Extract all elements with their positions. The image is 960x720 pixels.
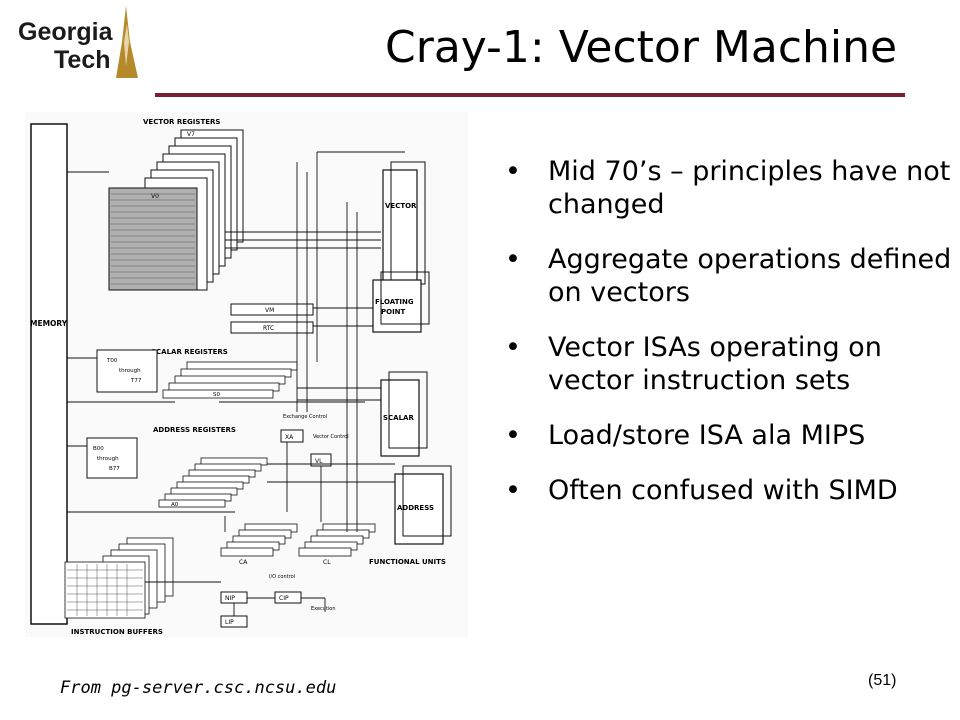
ca-label: CA [239,559,248,566]
data-path-wires [67,151,405,616]
address-register-stack [158,457,268,508]
xa-register [280,429,304,443]
execution-label: Execution [311,606,336,612]
lip-label: LIP [225,619,234,626]
a0-label: A0 [171,502,179,508]
scalar-unit [380,379,420,457]
bullet-item: Often confused with SIMD [500,474,955,507]
logo-text-tech: Tech [54,46,111,74]
b-range-2: through [97,456,119,462]
t-register-block [96,349,158,393]
address-unit-label: ADDRESS [397,504,434,512]
t-range-2: through [119,368,141,374]
cip-register [274,591,302,604]
exchange-control-label: Exchange Control [283,414,327,420]
rtc-register [230,321,314,334]
vm-register [230,303,314,316]
io-control-label: I/O control [269,574,295,580]
v7-label: V7 [187,131,195,138]
t-range-1: T00 [106,358,118,364]
functional-units-label: FUNCTIONAL UNITS [369,558,446,566]
nip-label: NIP [225,595,235,602]
bullet-list: Mid 70’s – principles have not changed A… [500,155,955,529]
title-divider [155,93,905,97]
instruction-buffers-label: INSTRUCTION BUFFERS [71,628,163,636]
source-credit: From pg-server.csc.ncsu.edu [60,678,337,698]
memory-label: MEMORY [30,319,68,328]
vm-label: VM [265,307,274,314]
bullet-item: Vector ISAs operating on vector instruct… [500,331,955,397]
floating-unit-label-2: POINT [381,308,406,316]
instruction-buffer-stack [64,537,174,619]
floating-unit-label-1: FLOATING [375,298,414,306]
cl-label: CL [323,559,331,566]
b-range-1: B00 [93,446,104,452]
tower-highlight [124,24,129,66]
bullet-item: Mid 70’s – principles have not changed [500,155,955,221]
memory-block [30,123,68,625]
page-number: (51) [868,672,897,689]
vector-register-lines [111,193,195,285]
cip-label: CIP [279,595,289,602]
vector-unit [382,169,418,293]
vector-unit-label: VECTOR [385,202,417,210]
georgia-tech-logo: Georgia Tech [8,6,143,78]
b-range-3: B77 [109,466,120,472]
address-registers-label: ADDRESS REGISTERS [153,426,236,434]
bullet-item: Aggregate operations defined on vectors [500,243,955,309]
instruction-buffer-grid [67,564,143,616]
v0-label: V0 [151,193,159,200]
s0-label: S0 [213,392,220,398]
xa-label: XA [285,434,294,441]
cl-register-stack [298,523,376,557]
scalar-register-stack [162,361,298,399]
b-register-block [86,437,138,479]
cray1-architecture-diagram: MEMORY VECTOR REGISTERS V7 V0 VM RTC [25,112,468,637]
vl-label: VL [315,458,323,465]
ca-register-stack [220,523,298,557]
scalar-registers-label: SCALAR REGISTERS [151,348,228,356]
scalar-unit-label: SCALAR [383,414,414,422]
bullet-item: Load/store ISA ala MIPS [500,419,955,452]
t-range-3: T77 [130,378,142,384]
slide-title: Cray-1: Vector Machine [385,22,898,73]
rtc-label: RTC [263,325,274,332]
vector-control-label: Vector Control [313,434,349,440]
vector-registers-label: VECTOR REGISTERS [143,118,220,126]
logo-text-georgia: Georgia [18,18,114,46]
